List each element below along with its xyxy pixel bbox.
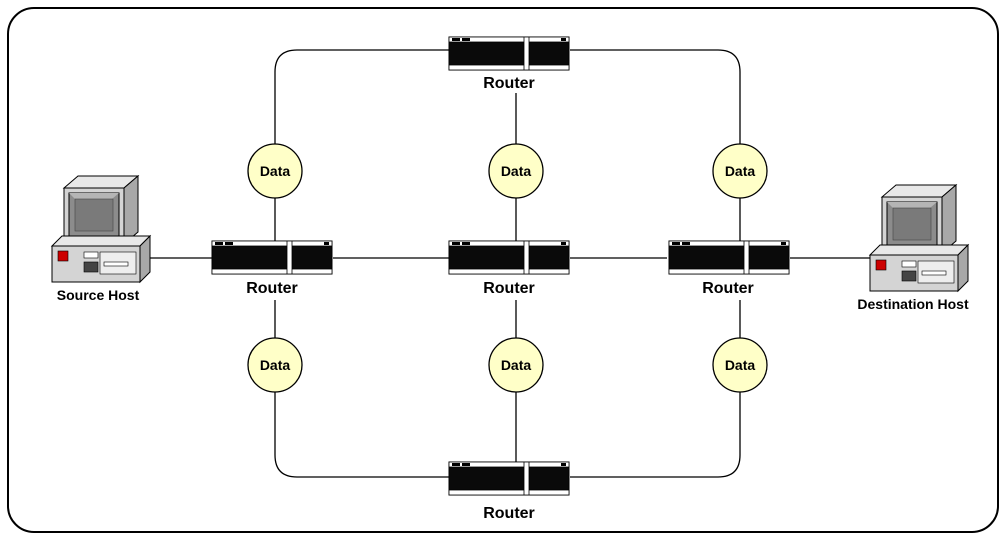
router-left-icon: [211, 240, 333, 275]
packet-top-right-label: Data: [724, 163, 756, 179]
router-top-icon: [448, 36, 570, 71]
packet-bottom-left-label: Data: [259, 357, 291, 373]
link-top-to-right: [570, 49, 741, 241]
destination-host-computer-icon: [868, 183, 970, 293]
router-bottom-icon: [448, 461, 570, 496]
link-left-to-bottom: [274, 300, 449, 478]
packet-bottom-left-circle: [247, 337, 303, 393]
packet-top-left-label: Data: [259, 163, 291, 179]
source-host-label: Source Host: [56, 287, 140, 303]
router-right-label: Router: [702, 280, 754, 297]
data-packets: [247, 143, 768, 393]
packet-bottom-right-circle: [712, 337, 768, 393]
router-left-label: Router: [246, 280, 298, 297]
router-center-label: Router: [483, 280, 535, 297]
packet-bottom-right-label: Data: [724, 357, 756, 373]
link-left-to-top: [274, 49, 449, 241]
source-host-computer-icon: [50, 174, 152, 284]
router-top-label: Router: [483, 75, 535, 92]
packet-top-center-label: Data: [500, 163, 532, 179]
packet-top-left-circle: [247, 143, 303, 199]
link-bottom-to-right: [570, 300, 741, 478]
destination-host-label: Destination Host: [857, 296, 969, 312]
packet-bottom-center-label: Data: [500, 357, 532, 373]
router-center-icon: [448, 240, 570, 275]
packet-top-right-circle: [712, 143, 768, 199]
packet-bottom-center-circle: [488, 337, 544, 393]
router-right-icon: [668, 240, 790, 275]
packet-top-center-circle: [488, 143, 544, 199]
router-bottom-label: Router: [483, 505, 535, 522]
